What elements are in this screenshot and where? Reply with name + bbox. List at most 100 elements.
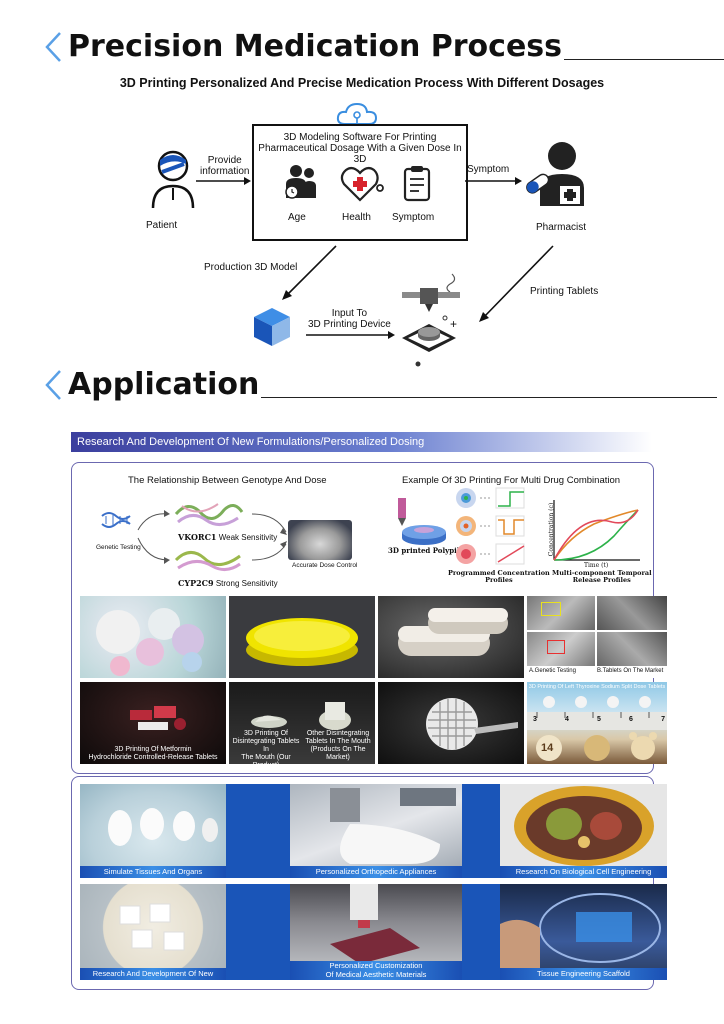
mesh-tablet: [426, 698, 518, 750]
blue-divider: [462, 884, 500, 980]
polypill-label: 3D printed Polypill: [388, 546, 463, 555]
section-title: Application: [68, 367, 260, 402]
blue-divider: [226, 784, 290, 878]
app-orthopedic-photo: Personalized Orthopedic Appliances: [290, 784, 462, 878]
polypill-printer-icon: [398, 498, 446, 545]
factor-health: Health: [342, 212, 371, 223]
thyroxine-photo: 3D Printing Of Left Thyroxine Sodium Spl…: [527, 682, 667, 764]
arrow-down-left-icon: [479, 245, 554, 322]
stethoscope-heart-icon: [340, 166, 384, 202]
organ-models: [108, 808, 218, 846]
app-caption-2: Research On Biological Cell Engineering: [500, 866, 667, 878]
clipboard-icon: [403, 166, 431, 202]
sem-a-label: A.Genetic Testing: [529, 668, 576, 674]
app-scaffold-photo: Tissue Engineering Scaffold: [500, 884, 667, 980]
section-header-process: Precision Medication Process: [42, 30, 724, 64]
yellow-tablet-photo: [229, 596, 375, 678]
oblong-tablets-photo: [378, 596, 524, 678]
factor-age: Age: [288, 212, 306, 223]
blue-divider: [226, 884, 290, 980]
patient-icon: [151, 150, 195, 209]
thyroxine-caption: 3D Printing Of Left Thyroxine Sodium Spl…: [528, 684, 666, 690]
branch-arrows: [137, 510, 170, 564]
title-underline: [564, 59, 724, 60]
number-14: 14: [541, 742, 554, 754]
sem-b-label: B.Tablets On The Market: [597, 668, 664, 674]
accurate-dose-label: Accurate Dose Control: [292, 562, 358, 569]
metformin-tablets: [130, 706, 186, 730]
pharmacist-label: Pharmacist: [536, 222, 587, 233]
merge-arrows: [251, 513, 287, 561]
model-caption-line1: 3D Modeling Software For Printing: [283, 132, 437, 143]
mesh-tablet-photo: [378, 682, 524, 764]
page-subtitle: 3D Printing Personalized And Precise Med…: [119, 76, 605, 90]
app-tissues-photo: Simulate Tissues And Organs: [80, 784, 226, 878]
3d-printer-icon: +: [402, 273, 460, 367]
cyp2c9-label: CYP2C9 Strong Sensitivity: [178, 578, 278, 588]
page-title: Precision Medication Process: [68, 29, 563, 64]
blue-divider: [462, 784, 500, 878]
factor-symptom: Symptom: [392, 212, 435, 223]
scaffold-dish: [500, 893, 661, 968]
printing-tablets-label: Printing Tablets: [530, 286, 599, 297]
protein-structure-1: [174, 503, 244, 526]
vkorc1-label: VKORC1 Weak Sensitivity: [178, 532, 278, 542]
x-axis-label: Time (t): [584, 562, 609, 569]
genetic-testing-label: Genetic Testing: [96, 544, 141, 551]
3d-model-cube-icon: [254, 308, 290, 346]
symptom-arrow-label: Symptom: [467, 164, 510, 175]
multidrug-title: Example Of 3D Printing For Multi Drug Co…: [402, 475, 621, 486]
section-header-application: Application: [42, 367, 718, 402]
svg-text:+: +: [450, 317, 457, 331]
app-caption-3: Research And Development Of New Material…: [80, 968, 226, 980]
colorful-tablets: [96, 608, 204, 676]
genotype-title: The Relationship Between Genotype And Do…: [128, 475, 327, 486]
app-materials-photo: Research And Development Of New Material…: [80, 884, 226, 980]
ruler-tablets: [527, 696, 667, 761]
arrow-right-icon: [306, 331, 395, 339]
production-label: Production 3D Model: [204, 262, 298, 273]
protein-structure-2: [174, 551, 241, 571]
people-icon: [285, 165, 316, 199]
yellow-tablet: [246, 618, 358, 666]
app-caption-0: Simulate Tissues And Organs: [80, 866, 226, 878]
disintegrating-tablets: [251, 702, 351, 730]
app-cell-photo: Research On Biological Cell Engineering: [500, 784, 667, 878]
rd-banner: Research And Development Of New Formulat…: [71, 432, 652, 452]
banner-text: Research And Development Of New Formulat…: [77, 436, 425, 448]
y-axis-label: Concentration (c): [548, 502, 556, 557]
arrow-right-icon: [465, 177, 522, 185]
pharmacist-icon: [526, 142, 584, 206]
arrow-right-icon: [196, 177, 251, 185]
app-aesthetic-photo: Personalized Customization Of Medical Ae…: [290, 884, 462, 980]
patient-label: Patient: [146, 220, 178, 231]
dna-icon: [101, 512, 131, 528]
printed-tablets-photo: [80, 596, 226, 678]
arrow-down-left-icon: [282, 245, 337, 300]
sem-images: A.Genetic Testing B.Tablets On The Marke…: [527, 596, 667, 678]
release-profile-chart: [553, 500, 640, 561]
app-caption-4: Personalized Customization Of Medical Ae…: [290, 961, 462, 980]
ct-scan-slice: [514, 786, 654, 866]
chevron-left-icon: [45, 32, 61, 62]
chevron-left-icon: [45, 370, 61, 400]
app-caption-5: Tissue Engineering Scaffold: [500, 968, 667, 980]
oblong-tablets: [398, 608, 508, 656]
title-underline: [261, 397, 718, 398]
dose-tablet-photo: [288, 520, 352, 560]
material-samples: [119, 903, 185, 951]
aesthetic-print: [330, 884, 420, 964]
app-caption-1: Personalized Orthopedic Appliances: [290, 866, 462, 878]
concentration-profiles: [456, 487, 525, 565]
insole-print: [330, 788, 456, 864]
